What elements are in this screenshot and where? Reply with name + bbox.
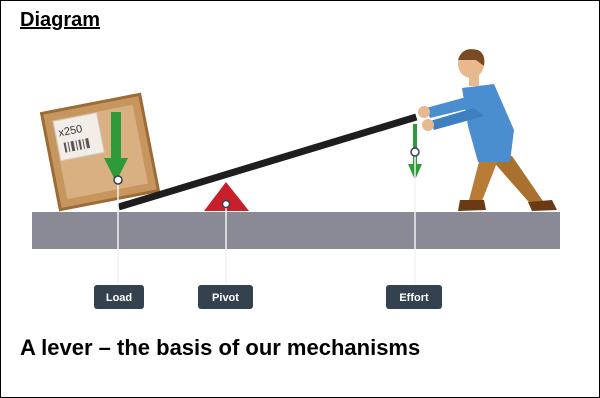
barcode-icon (63, 138, 91, 153)
load-force-arrow (104, 112, 128, 182)
load-label-text: Load (106, 292, 132, 304)
pivot-label-text: Pivot (212, 292, 239, 304)
crate: x250 (39, 92, 161, 212)
lever-diagram: x250 (32, 49, 560, 309)
person-figure (418, 49, 557, 211)
effort-label-text: Effort (399, 292, 429, 304)
pivot-pointer (221, 199, 231, 284)
diagram-heading: Diagram (20, 9, 101, 31)
effort-pointer (410, 147, 420, 284)
diagram-caption: A lever – the basis of our mechanisms (20, 335, 421, 360)
ground-platform (32, 212, 560, 249)
load-pointer (113, 175, 123, 284)
crate-quantity: x250 (58, 123, 84, 139)
pivot-triangle (204, 182, 249, 211)
effort-label: Effort (386, 285, 442, 309)
lever-beam (117, 113, 418, 211)
load-label: Load (94, 285, 144, 309)
pivot-label: Pivot (198, 285, 253, 309)
